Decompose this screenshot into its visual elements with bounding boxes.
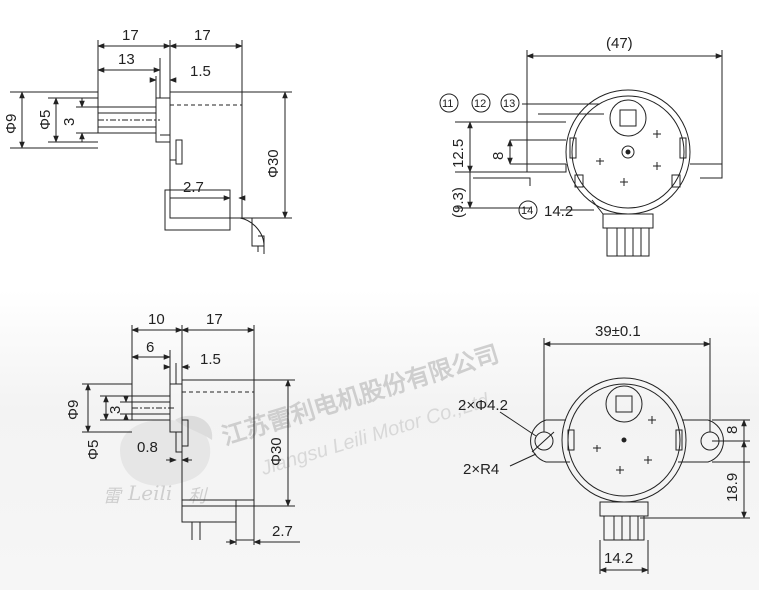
bottom-dim-1-5: 1.5 — [200, 351, 221, 368]
bottom-front-view-labels: 39±0.1 2×Φ4.2 2×R4 8 18.9 14.2 — [458, 323, 741, 567]
bottom-dim-6: 6 — [146, 339, 154, 356]
top-dim-phi9: Φ9 — [3, 114, 20, 134]
front-dim-8: 8 — [490, 152, 507, 160]
top-dim-2-7: 2.7 — [183, 179, 204, 196]
top-dim-3: 3 — [61, 118, 78, 126]
bottom-side-view-labels: 10 17 6 1.5 Φ9 3 Φ5 0.8 Φ30 2.7 — [65, 311, 293, 540]
callout-13: 13 — [503, 98, 515, 110]
logo-chinese-right: 利 — [188, 486, 209, 506]
top-dim-1-5: 1.5 — [190, 63, 211, 80]
front-dim-39: 39±0.1 — [595, 323, 641, 340]
front-dim-radius: 2×R4 — [463, 461, 499, 478]
bottom-front-view — [499, 338, 750, 574]
watermark-logo: 雷 Leili 利 — [103, 415, 213, 506]
front-dim-18-9: 18.9 — [724, 473, 741, 502]
logo-chinese-left: 雷 — [103, 486, 123, 506]
front-dim-14-2: 14.2 — [544, 203, 573, 220]
front-dim-9-3: (9.3) — [450, 187, 467, 218]
front-dim-8: 8 — [724, 426, 741, 434]
watermark: 江苏雷利电机股份有限公司 Jiangsu Leili Motor Co.,Ltd… — [103, 341, 502, 506]
bottom-dim-phi5: Φ5 — [85, 440, 102, 460]
bottom-dim-2-7: 2.7 — [272, 523, 293, 540]
top-side-view-labels: 17 17 13 1.5 Φ9 Φ5 3 Φ30 2.7 — [3, 27, 282, 196]
top-front-view — [439, 50, 723, 257]
front-dim-47: (47) — [606, 35, 633, 52]
callout-14: 14 — [521, 205, 533, 217]
front-dim-12-5: 12.5 — [450, 139, 467, 168]
bottom-dim-3: 3 — [107, 406, 124, 414]
bottom-dim-10: 10 — [148, 311, 165, 328]
callout-11: 11 — [442, 98, 453, 110]
bottom-dim-0-8: 0.8 — [137, 439, 158, 456]
front-dim-14-2-bottom: 14.2 — [604, 550, 633, 567]
logo-script: Leili — [127, 481, 172, 505]
top-dim-phi30: Φ30 — [265, 149, 282, 178]
callout-12: 12 — [474, 98, 486, 110]
top-side-view — [10, 40, 292, 254]
bottom-side-view — [82, 325, 300, 545]
top-dim-17-left: 17 — [122, 27, 139, 44]
bottom-dim-17: 17 — [206, 311, 223, 328]
top-dim-17-right: 17 — [194, 27, 211, 44]
top-dim-13: 13 — [118, 51, 135, 68]
bottom-dim-phi9: Φ9 — [65, 400, 82, 420]
top-front-view-labels: (47) 12.5 8 (9.3) 14.2 11 12 13 14 — [442, 35, 633, 220]
top-dim-phi5: Φ5 — [37, 110, 54, 130]
front-dim-holes: 2×Φ4.2 — [458, 397, 508, 414]
bottom-dim-phi30: Φ30 — [268, 437, 285, 466]
